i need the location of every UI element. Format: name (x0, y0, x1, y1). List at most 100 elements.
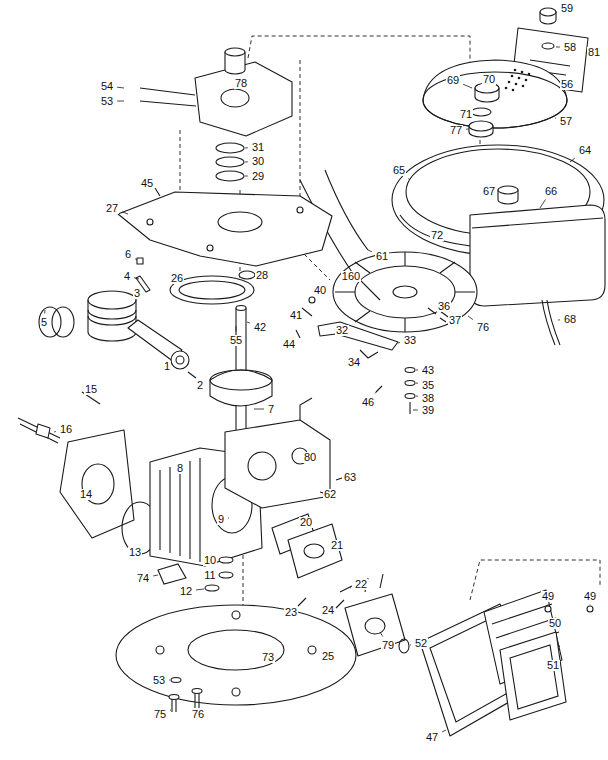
callout-number: 28 (255, 270, 269, 281)
leader-line (468, 316, 473, 320)
leader-line (408, 179, 410, 181)
callout-number: 9 (217, 514, 225, 525)
callout-number: 31 (251, 142, 265, 153)
callout-number: 76 (476, 322, 490, 333)
callout-number: 33 (403, 335, 417, 346)
callout-number: 12 (179, 586, 193, 597)
callout-number: 65 (392, 165, 406, 176)
callout-number: 63 (343, 472, 357, 483)
leader-line (375, 391, 377, 394)
leader-line (556, 47, 560, 48)
callout-number: 160 (341, 271, 361, 282)
callout-number: 13 (128, 547, 142, 558)
leader-line (247, 322, 250, 323)
callout-number: 45 (140, 178, 154, 189)
callout-number: 6 (124, 249, 132, 260)
leader-line (416, 370, 418, 371)
callout-number: 41 (289, 310, 303, 321)
leader-line (555, 118, 557, 119)
callout-number: 47 (425, 732, 439, 743)
callout-number: 44 (282, 339, 296, 350)
leader-line (254, 409, 264, 410)
leader-line (153, 575, 158, 577)
callout-number: 79 (381, 640, 395, 651)
callout-number: 69 (446, 75, 460, 86)
callout-number: 42 (253, 322, 267, 333)
leader-line (590, 604, 591, 606)
leader-line (170, 710, 172, 711)
callout-number: 74 (136, 573, 150, 584)
callout-number: 34 (347, 357, 361, 368)
callout-number: 2 (196, 380, 204, 391)
leader-line (122, 212, 128, 214)
callout-number: 38 (421, 393, 435, 404)
callout-number: 10 (203, 555, 217, 566)
callout-number: 5 (40, 317, 48, 328)
callout-number: 32 (335, 325, 349, 336)
callout-number: 7 (267, 404, 275, 415)
callout-number: 58 (563, 42, 577, 53)
callout-number: 46 (361, 397, 375, 408)
callout-number: 55 (229, 335, 243, 346)
leader-line (236, 326, 237, 332)
callout-number: 16 (59, 424, 73, 435)
leader-line (540, 200, 546, 209)
leader-line (463, 84, 472, 88)
callout-number: 30 (251, 156, 265, 167)
leader-line (416, 383, 418, 384)
callout-number: 61 (375, 251, 389, 262)
callout-number: 66 (544, 186, 558, 197)
callout-number: 11 (203, 570, 216, 581)
callout-number: 68 (563, 314, 577, 325)
leader-line (556, 11, 558, 12)
callout-number: 14 (79, 489, 93, 500)
callout-number: 25 (321, 651, 335, 662)
leader-line (442, 730, 446, 732)
callout-number: 35 (421, 380, 435, 391)
leader-line (466, 129, 469, 130)
leader-line (44, 310, 45, 314)
callout-number: 72 (430, 230, 444, 241)
callout-number: 57 (559, 116, 573, 127)
leader-line (54, 431, 56, 432)
callout-number: 54 (100, 81, 114, 92)
callout-number: 21 (330, 540, 344, 551)
callout-number: 36 (437, 301, 451, 312)
callout-number: 62 (323, 489, 337, 500)
callout-number: 24 (321, 605, 335, 616)
leader-line (416, 396, 418, 397)
callout-number: 71 (459, 109, 473, 120)
callout-number: 26 (170, 273, 184, 284)
leader-line (368, 250, 372, 252)
callout-number: 75 (153, 709, 167, 720)
callout-number: 39 (421, 405, 435, 416)
leader-line (245, 161, 248, 162)
callout-number: 15 (84, 384, 98, 395)
callout-number: 53 (152, 675, 166, 686)
callout-number: 1 (163, 361, 171, 372)
callout-number: 56 (560, 79, 574, 90)
callout-number: 49 (583, 591, 597, 602)
callout-number: 77 (449, 125, 463, 136)
callout-number: 37 (448, 315, 462, 326)
callout-number: 81 (587, 47, 601, 58)
leader-line (117, 101, 124, 102)
leader-line (413, 410, 418, 411)
leader-line (350, 587, 352, 588)
leader-line (410, 644, 412, 645)
callout-number: 73 (261, 652, 275, 663)
callout-number: 64 (578, 145, 592, 156)
callout-number: 20 (299, 517, 313, 528)
callout-number: 76 (191, 709, 205, 720)
callout-number: 80 (303, 452, 317, 463)
callout-number: 22 (354, 579, 368, 590)
leader-line (245, 147, 248, 148)
leader-line (135, 259, 137, 260)
callout-number: 4 (123, 271, 131, 282)
callout-number: 52 (414, 638, 428, 649)
callout-number: 43 (421, 365, 435, 376)
callout-number: 49 (541, 591, 555, 602)
